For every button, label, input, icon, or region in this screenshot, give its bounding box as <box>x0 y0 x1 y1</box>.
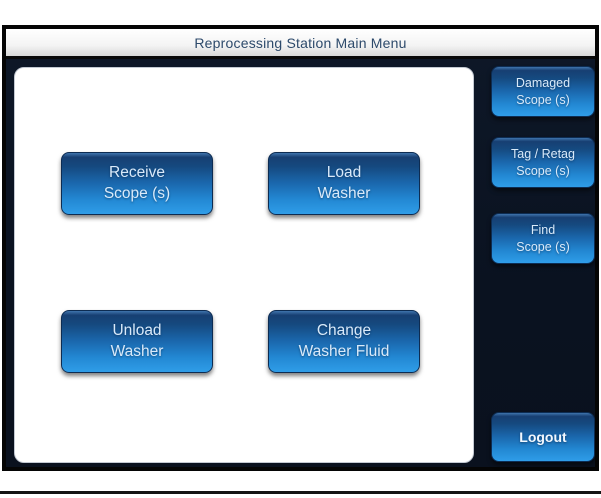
tag-retag-scopes-label-line1: Tag / Retag <box>511 146 575 161</box>
find-scopes-label-line1: Find <box>530 222 556 237</box>
damaged-scopes-button[interactable]: Damaged Scope (s) <box>491 66 595 117</box>
tag-retag-scopes-label-line2: Scope (s) <box>516 163 570 178</box>
receive-scopes-button[interactable]: Receive Scope (s) <box>61 152 213 215</box>
change-washer-fluid-label-line2: Washer Fluid <box>298 342 390 360</box>
unload-washer-label-line2: Washer <box>110 342 164 360</box>
main-panel: Receive Scope (s) Load Washer Unload Was… <box>14 67 474 463</box>
logout-button[interactable]: Logout <box>491 412 595 462</box>
device-frame: Reprocessing Station Main Menu Receive S… <box>2 25 599 471</box>
logout-label: Logout <box>519 428 567 445</box>
receive-scopes-label-line1: Receive <box>109 164 165 182</box>
find-scopes-button[interactable]: Find Scope (s) <box>491 213 595 264</box>
tag-retag-scopes-button[interactable]: Tag / Retag Scope (s) <box>491 137 595 188</box>
title-bar: Reprocessing Station Main Menu <box>6 29 595 59</box>
find-scopes-label-line2: Scope (s) <box>516 239 570 254</box>
bottom-divider-line <box>0 491 601 494</box>
unload-washer-button[interactable]: Unload Washer <box>61 310 213 373</box>
load-washer-label-line1: Load <box>326 164 362 182</box>
receive-scopes-label-line2: Scope (s) <box>103 184 171 202</box>
load-washer-label-line2: Washer <box>317 184 371 202</box>
page-title: Reprocessing Station Main Menu <box>194 34 407 51</box>
change-washer-fluid-button[interactable]: Change Washer Fluid <box>268 310 420 373</box>
load-washer-button[interactable]: Load Washer <box>268 152 420 215</box>
change-washer-fluid-label-line1: Change <box>316 322 372 340</box>
damaged-scopes-label-line2: Scope (s) <box>516 92 570 107</box>
unload-washer-label-line1: Unload <box>112 322 162 340</box>
damaged-scopes-label-line1: Damaged <box>515 75 571 90</box>
main-content: Receive Scope (s) Load Washer Unload Was… <box>6 59 595 467</box>
